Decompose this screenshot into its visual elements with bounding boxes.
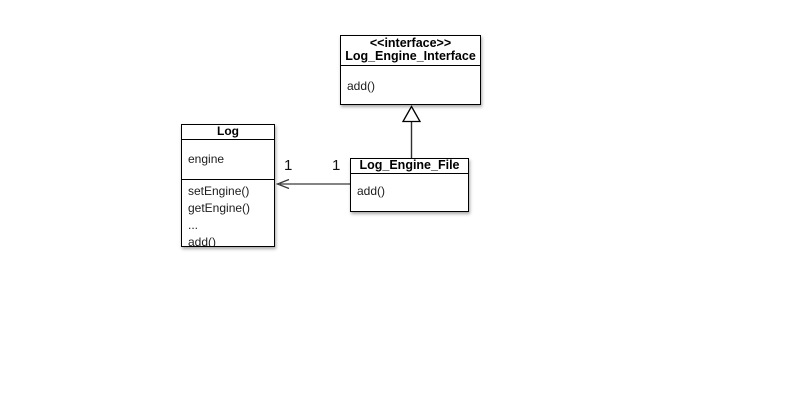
method-item: getEngine() [188,200,251,215]
attributes-compartment: engine [182,140,274,180]
method-item: add() [347,79,376,93]
hollow-triangle-arrowhead-icon [401,105,422,123]
methods-compartment: setEngine() getEngine() ... add() [182,180,274,247]
method-item: setEngine() [188,183,250,198]
class-title-compartment: <<interface>> Log_Engine_Interface [341,36,480,66]
class-name: Log [217,124,239,138]
attribute-item: engine [188,151,225,166]
multiplicity-label-near-log: 1 [284,157,293,174]
method-item: ... [188,217,199,232]
method-item: add() [188,234,217,247]
class-title-compartment: Log_Engine_File [351,159,468,174]
class-box-log-engine-interface: <<interface>> Log_Engine_Interface add() [340,35,481,105]
multiplicity-label-near-file: 1 [332,157,341,174]
stereotype-label: <<interface>> [369,36,452,50]
class-box-log: Log engine setEngine() getEngine() ... a… [181,124,275,247]
class-name: Log_Engine_Interface [345,49,476,63]
class-box-log-engine-file: Log_Engine_File add() [350,158,469,212]
class-title-compartment: Log [182,125,274,140]
methods-compartment: add() [341,66,480,93]
method-item: add() [357,184,386,198]
class-name: Log_Engine_File [359,158,460,172]
open-arrowhead-icon [275,178,290,190]
methods-compartment: add() [351,174,468,198]
